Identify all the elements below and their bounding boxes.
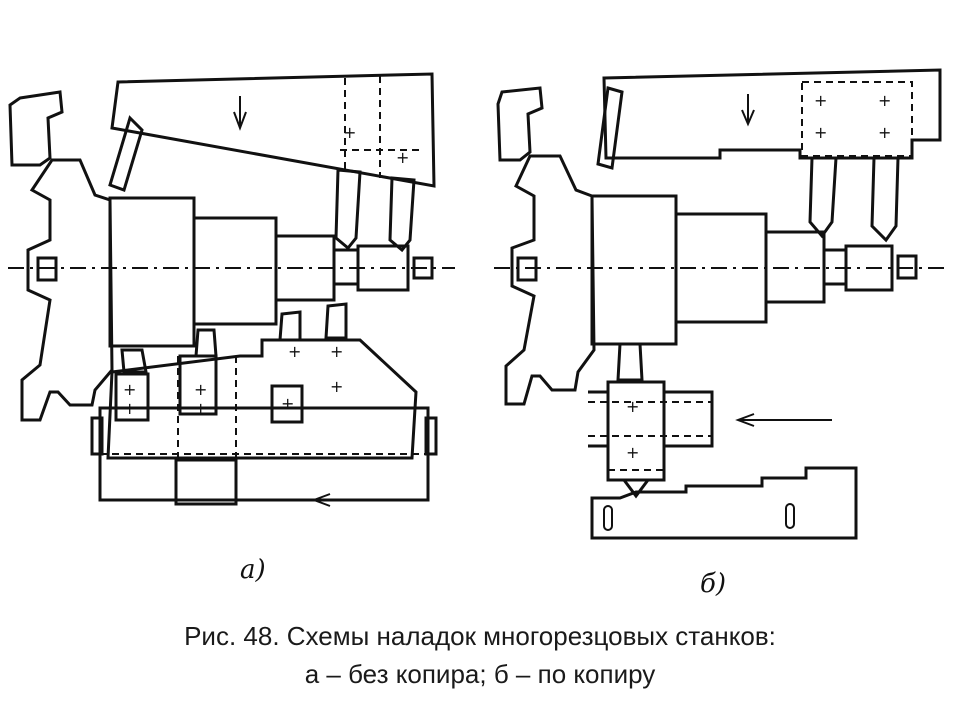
panel-b-template-slot-2 [785,503,795,529]
panel-a-feed-arrow-down [233,96,247,131]
panel-a-upper-cutter-1 [108,115,144,192]
panel-b-chuck [496,86,544,162]
panel-b-lower-cutter [616,342,644,382]
panel-b-template-slot-1 [603,505,613,531]
panel-b-center [516,256,538,282]
svg-text:+: + [123,399,136,418]
panel-b-copier-template [590,466,858,540]
svg-text:+: + [330,377,343,396]
figure-caption-line-1: Рис. 48. Схемы наладок многорезцовых ста… [184,621,776,651]
panel-b-tailstock-center [896,254,918,280]
panel-a-tailstock-center [412,256,434,280]
panel-a-feed-arrow-left [311,493,410,507]
svg-text:+: + [626,397,639,416]
panel-a-label: а) [240,555,266,585]
panel-b-feed-arrow-left [735,413,832,427]
panel-a-front-tool-block [110,72,436,188]
svg-text:+: + [626,443,639,462]
panel-b-upper-cutter-3 [870,156,900,243]
panel-a-chuck [8,90,64,167]
panel-a-lower-cutter-2 [194,328,218,358]
svg-text:+: + [814,123,827,142]
panel-b-label: б) [700,569,726,599]
figure-caption-line-2: а – без копира; б – по копиру [304,659,656,689]
panel-b-workpiece-step-1 [590,194,678,346]
svg-text:+: + [814,91,827,110]
panel-a-lower-cutter-4 [324,302,348,340]
svg-text:+: + [396,148,409,167]
svg-text:+: + [194,380,207,399]
panel-b-upper-cutter-2 [808,156,838,239]
panel-a-lower-cutter-1 [120,348,148,374]
svg-text:+: + [878,91,891,110]
panel-b-upper-cutter-1 [596,86,624,170]
panel-a-workpiece-step-2 [192,216,278,326]
panel-a-workpiece-step-5 [356,244,410,292]
panel-a-workpiece-step-1 [108,196,196,348]
panel-b-drawing: + + + + + + [494,68,950,540]
panel-b-copy-follower [621,478,651,499]
panel-a-lower-cutter-3 [278,310,302,342]
panel-a-upper-cutter-2 [334,168,362,251]
panel-a-center [36,256,58,282]
svg-text:+: + [288,342,301,361]
svg-text:+: + [123,380,136,399]
panel-a-lower-holder-1 [114,372,150,422]
svg-text:+: + [281,394,294,413]
svg-text:+: + [878,123,891,142]
svg-text:+: + [194,399,207,418]
panel-a-carriage-base [174,458,238,506]
panel-b-feed-arrow-down [741,94,755,127]
panel-b-workpiece-step-5 [844,244,894,292]
panel-b-guide-rail [588,390,714,448]
panel-b-front-tool-block [602,68,942,160]
panel-a-chuck-body [20,158,114,422]
panel-a-lower-holder-3 [270,384,304,424]
svg-text:+: + [330,342,343,361]
panel-a-rear-tool-block [106,338,418,460]
panel-a-upper-cutter-3 [388,176,416,253]
panel-a-drawing: + + + + + + + + + + [8,72,455,507]
svg-text:+: + [343,123,356,142]
